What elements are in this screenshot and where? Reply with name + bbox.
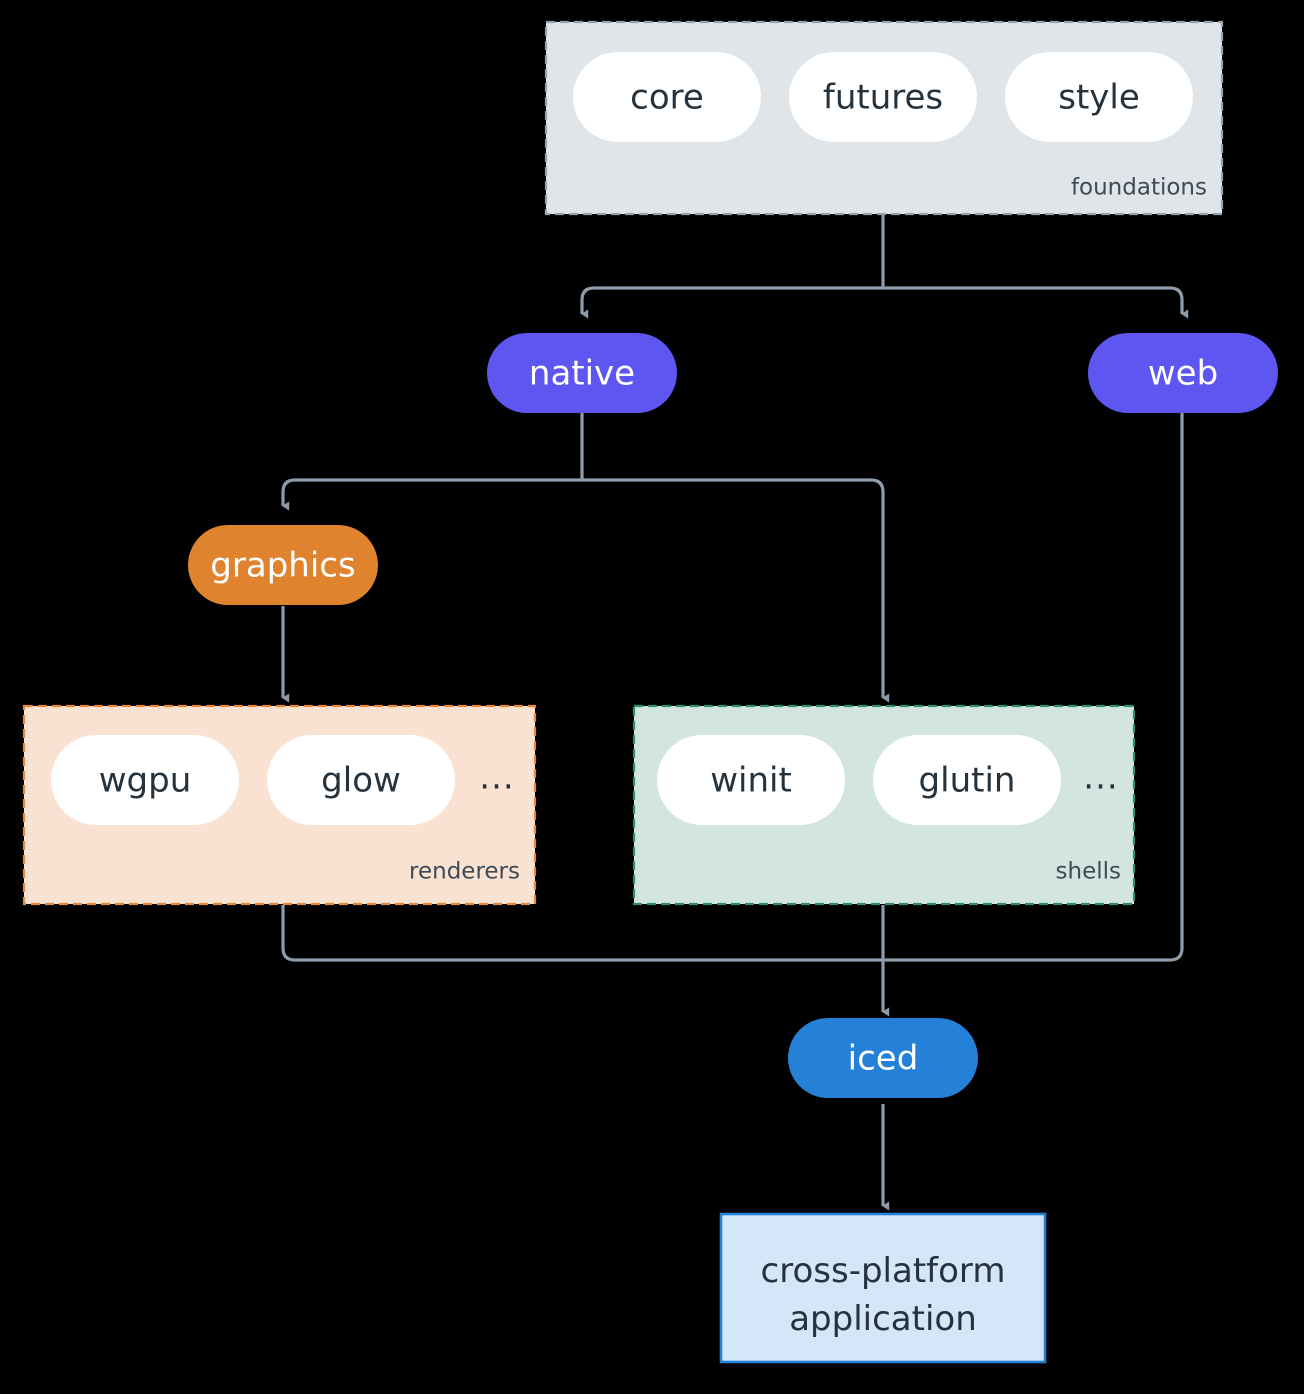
node-graphics[interactable]: graphics [188, 525, 378, 605]
pill-core[interactable] [573, 52, 761, 142]
group-shells[interactable]: winit glutin ... shells [632, 704, 1136, 906]
node-application-label-line2: application [789, 1299, 977, 1339]
node-native[interactable]: native [487, 333, 677, 413]
edge-renderers-to-iced [281, 905, 883, 962]
pill-wgpu[interactable] [51, 735, 239, 825]
edge-layer [281, 214, 1189, 1211]
pill-glow[interactable] [267, 735, 455, 825]
node-graphics-label: graphics [210, 546, 355, 586]
group-foundations-label: foundations [1071, 175, 1207, 201]
pill-winit-label: winit [710, 761, 792, 801]
pill-winit[interactable] [657, 735, 845, 825]
node-graphics-shape [188, 525, 378, 605]
pill-futures[interactable] [789, 52, 977, 142]
pill-style-label: style [1058, 78, 1140, 118]
group-renderers-label: renderers [409, 859, 520, 885]
group-foundations[interactable]: core futures style foundations [544, 20, 1224, 216]
edge-native-to-graphics [281, 478, 582, 511]
edge-web-to-iced [883, 412, 1184, 962]
node-iced[interactable]: iced [788, 1018, 978, 1098]
node-application-shape [719, 1212, 1047, 1364]
node-application-label-line1: cross-platform [761, 1251, 1006, 1291]
edge-foundations-to-native [580, 286, 883, 319]
node-iced-label: iced [848, 1039, 919, 1079]
group-renderers-ellipsis: ... [479, 758, 514, 798]
node-web-shape [1088, 333, 1278, 413]
edge-foundations-to-web [883, 286, 1189, 319]
node-web[interactable]: web [1088, 333, 1278, 413]
group-shells-ellipsis: ... [1083, 758, 1118, 798]
group-renderers[interactable]: wgpu glow ... renderers [22, 704, 537, 906]
pill-style[interactable] [1005, 52, 1193, 142]
pill-wgpu-label: wgpu [99, 761, 192, 801]
node-iced-shape [788, 1018, 978, 1098]
node-native-shape [487, 333, 677, 413]
pill-glutin-label: glutin [919, 761, 1016, 801]
pill-glutin[interactable] [873, 735, 1061, 825]
node-application[interactable]: cross-platform application [719, 1212, 1047, 1364]
node-native-label: native [529, 354, 635, 394]
edge-native-to-shells [582, 478, 890, 703]
pill-core-label: core [630, 78, 704, 118]
pill-futures-label: futures [823, 78, 943, 118]
group-shells-label: shells [1056, 859, 1121, 885]
node-web-label: web [1148, 354, 1218, 394]
pill-glow-label: glow [321, 761, 401, 801]
